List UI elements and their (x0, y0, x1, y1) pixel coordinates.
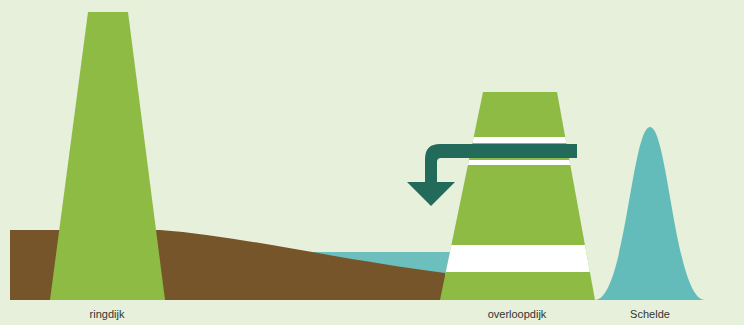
part-label: Schelde (630, 308, 670, 321)
ring-dike (50, 12, 165, 300)
dike-band (430, 137, 610, 143)
overflow-arrow (407, 144, 577, 206)
part-label: ringdijk (90, 308, 125, 321)
part-label: overloopdijk (488, 308, 547, 321)
river (595, 127, 705, 300)
dike-band (430, 245, 610, 272)
dike-band (430, 160, 610, 165)
